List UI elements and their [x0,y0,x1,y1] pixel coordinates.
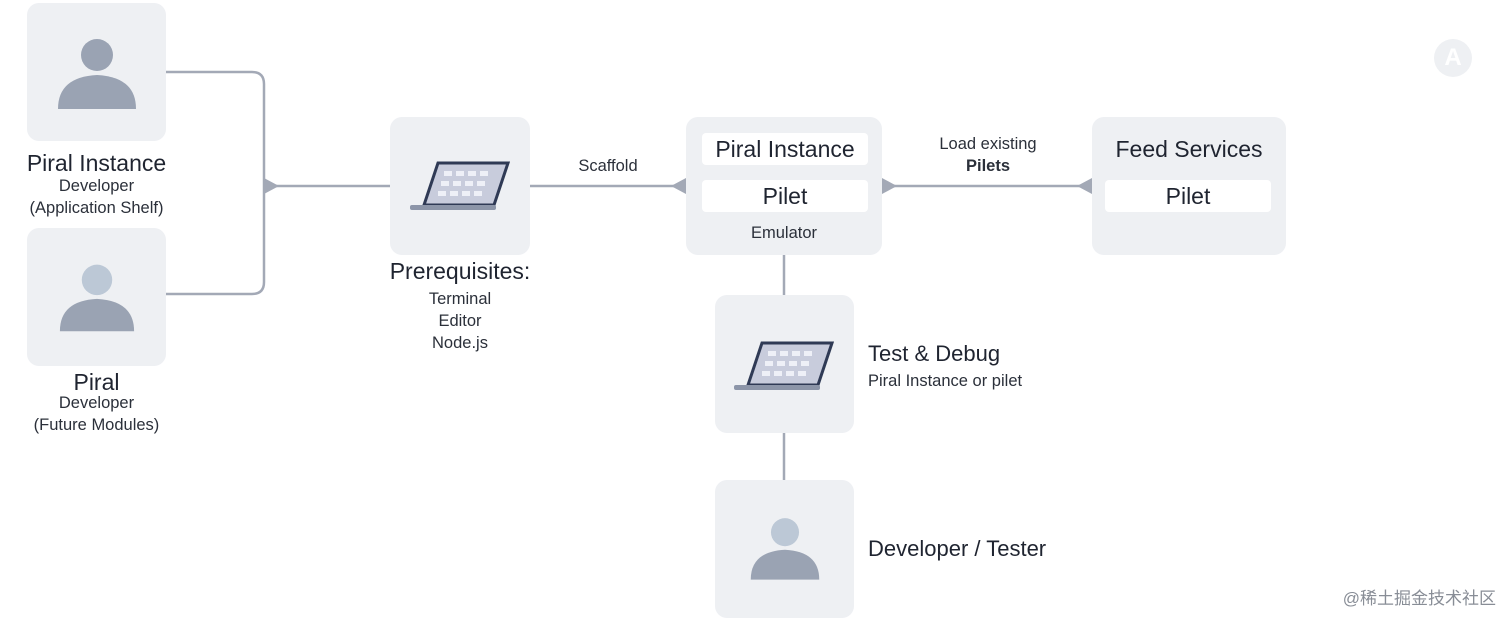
watermark: @稀土掘金技术社区 [1342,589,1496,608]
brand-logo-icon: A [1434,39,1472,77]
test-debug-title: Test & Debug [868,341,1001,366]
prerequisites-title: Prerequisites: [389,258,531,284]
prerequisites-card [390,117,530,255]
piral-developer-role: Developer [58,394,135,412]
developer-tester-card [715,480,854,618]
test-debug-subtitle: Piral Instance or pilet [868,372,1023,390]
person-icon [59,264,135,332]
person-icon [750,518,820,580]
brand-logo-letter: A [1444,44,1462,71]
pilets-label: Pilets [965,157,1011,175]
piral-developer-title: Piral [73,369,120,395]
prerequisite-nodejs: Node.js [432,334,488,352]
piral-instance-developer-card [27,3,166,141]
arrowhead-right-1 [264,178,279,194]
scaffold-label: Scaffold [578,157,638,175]
piral-developer-card [27,228,166,366]
piral-developer-detail: (Future Modules) [33,416,160,434]
person-icon [58,39,136,109]
developer-tester-title: Developer / Tester [868,536,1047,561]
arrowhead-left-1 [671,178,686,194]
piral-instance-pilet: Pilet [702,180,868,212]
load-existing-label: Load existing [939,135,1037,153]
test-debug-card [715,295,854,433]
feed-services-title: Feed Services [1115,136,1263,162]
piral-instance-developer-title: Piral Instance [26,150,167,176]
prerequisite-editor: Editor [438,312,482,330]
arrowhead-right-2 [882,178,897,194]
feed-services-pilet: Pilet [1105,180,1271,212]
piral-instance-box: Piral Instance Pilet Emulator [686,117,882,255]
piral-instance-box-title: Piral Instance [702,133,868,165]
feed-services-box: Feed Services Pilet [1092,117,1286,255]
arrowhead-left-2 [1077,178,1092,194]
emulator-label: Emulator [750,224,818,242]
prerequisite-terminal: Terminal [428,290,492,308]
piral-instance-developer-detail: (Application Shelf) [29,199,164,217]
piral-instance-developer-role: Developer [58,177,135,195]
laptop-icon [410,161,510,210]
laptop-icon [734,341,834,390]
